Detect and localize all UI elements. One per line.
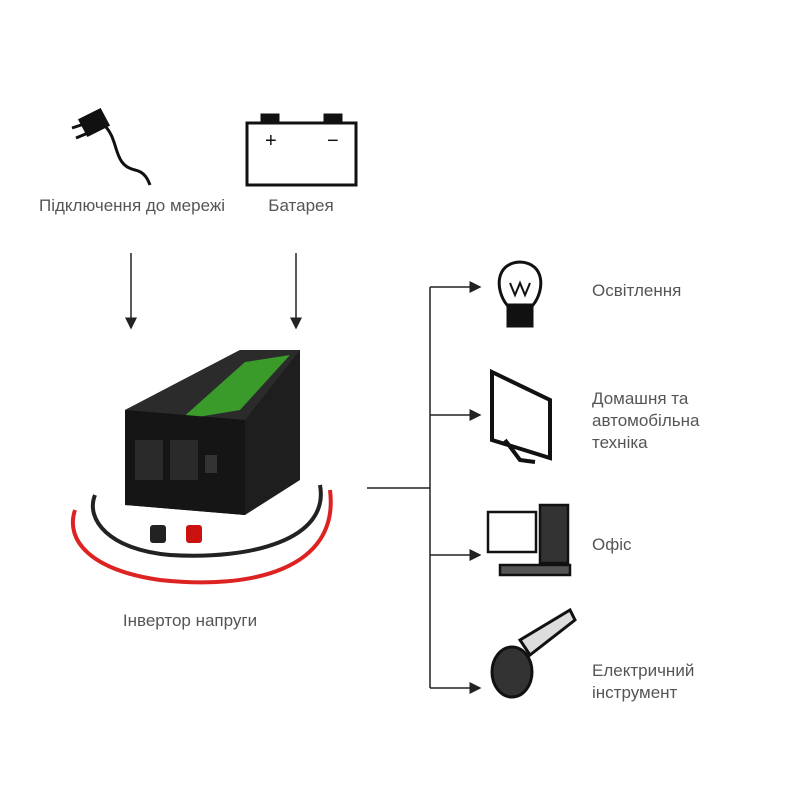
battery-minus: − [327, 130, 339, 152]
inverter-image [70, 350, 333, 585]
distribution-lines [367, 281, 482, 694]
grid-connection-label: Підключення до мережі [39, 196, 225, 215]
inverter-label: Інвертор напруги [122, 611, 258, 630]
battery-label: Батарея [268, 196, 334, 215]
output-appliances-label: Домашня та автомобільна техніка [592, 389, 700, 452]
battery-plus: + [265, 130, 277, 152]
battery-icon [245, 113, 358, 187]
output-tools-label: Електричний інструмент [592, 661, 695, 702]
output-lighting-label: Освітлення [592, 281, 682, 300]
light-bulb-icon [497, 260, 543, 328]
power-plug-icon [71, 108, 152, 186]
angle-grinder-icon [490, 607, 577, 699]
output-office-label: Офіс [592, 535, 632, 554]
office-computer-icon [486, 503, 572, 577]
tv-monitor-icon [490, 368, 552, 464]
